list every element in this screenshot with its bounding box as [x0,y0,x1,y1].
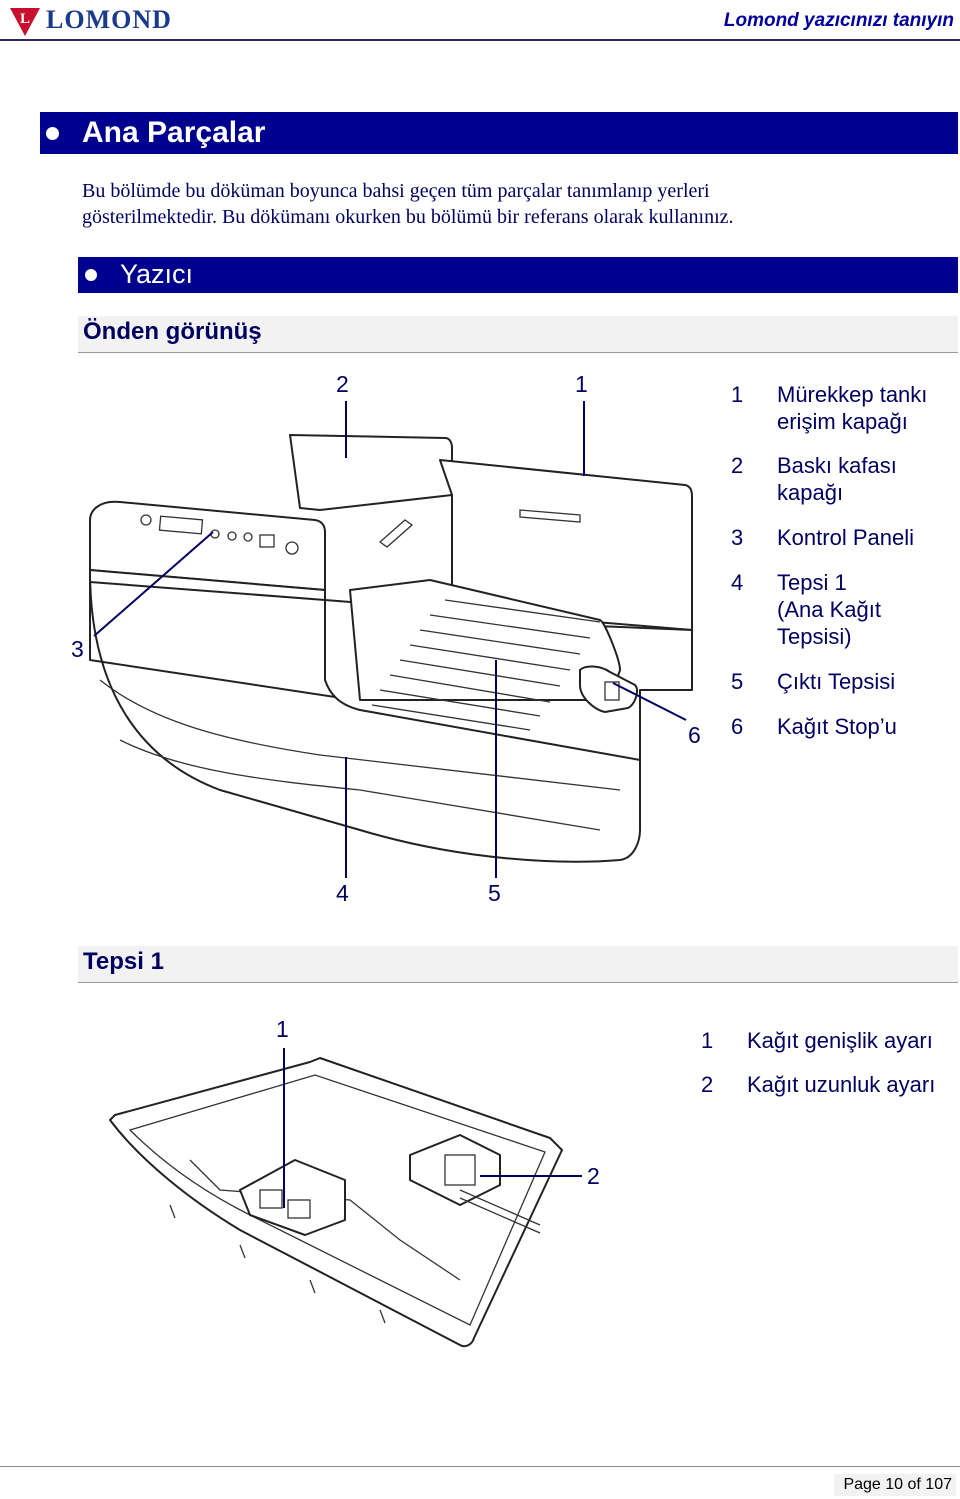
legend-text: kapağı [777,480,844,505]
lomond-logo: L LOMOND [4,2,184,38]
callout-number: 1 [575,371,588,397]
legend-number: 2 [731,453,744,478]
front-view-heading: Önden görünüş [78,316,958,353]
legend-number: 5 [731,669,744,694]
legend-text: Tepsisi) [777,624,852,649]
legend-text: Kağıt genişlik ayarı [747,1028,933,1053]
section-title: Ana Parçalar [82,116,266,149]
logo-l-icon: L [10,8,40,36]
intro-line: gösterilmektedir. Bu dökümanı okurken bu… [82,206,734,228]
callout-number: 2 [336,371,349,397]
legend-text: Mürekkep tankı [777,382,928,407]
legend-text: Kağıt uzunluk ayarı [747,1072,936,1097]
logo-text: LOMOND [46,5,172,34]
callout-number: 6 [688,722,701,748]
header-title: Lomond yazıcınızı tanıyın [723,10,954,31]
legend-text: Baskı kafası [777,453,897,478]
legend-item: Baskı kafası kapağı [777,452,897,506]
callout-number: 5 [488,880,501,906]
legend-number: 2 [701,1072,714,1097]
legend-number: 3 [731,525,744,550]
legend-item: Çıktı Tepsisi [777,668,895,695]
legend-item: Mürekkep tankı erişim kapağı [777,381,927,435]
bullet-icon [46,127,59,140]
front-view-heading-text: Önden görünüş [83,318,262,345]
tray-callout-lines [283,1048,582,1208]
legend-number: 6 [731,714,744,739]
legend-text: erişim kapağı [777,409,908,434]
page-number: Page 10 of 107 [834,1474,956,1496]
bullet-icon [85,269,97,281]
legend-text: Kontrol Paneli [777,525,914,550]
tray-heading-text: Tepsi 1 [83,948,164,975]
legend-text: Kağıt Stop’u [777,714,897,739]
legend-text: Tepsi 1 [777,570,847,595]
legend-item: Kağıt Stop’u [777,713,897,740]
printer-front-drawing [89,434,693,863]
front-callout-lines [93,401,687,878]
section-bar: Ana Parçalar [40,112,958,154]
header-rule [0,39,960,41]
subsection-bar: Yazıcı [78,257,958,293]
legend-number: 1 [731,382,744,407]
callout-number: 3 [71,636,84,662]
tray-heading: Tepsi 1 [78,946,958,983]
legend-text: Çıktı Tepsisi [777,669,896,694]
legend-number: 4 [731,570,744,595]
subsection-title: Yazıcı [120,259,194,289]
tray-drawing [109,1057,563,1348]
legend-item: Kontrol Paneli [777,524,914,551]
callout-number: 2 [587,1163,600,1189]
callout-number: 4 [336,880,349,906]
intro-text: Bu bölümde bu döküman boyunca bahsi geçe… [82,178,842,230]
svg-text:L: L [20,11,30,27]
intro-line: Bu bölümde bu döküman boyunca bahsi geçe… [82,180,710,202]
footer-rule [0,1466,960,1467]
callout-number: 1 [276,1016,289,1042]
legend-number: 1 [701,1028,714,1053]
legend-text: (Ana Kağıt [777,597,881,622]
legend-item: Tepsi 1 (Ana Kağıt Tepsisi) [777,569,881,650]
